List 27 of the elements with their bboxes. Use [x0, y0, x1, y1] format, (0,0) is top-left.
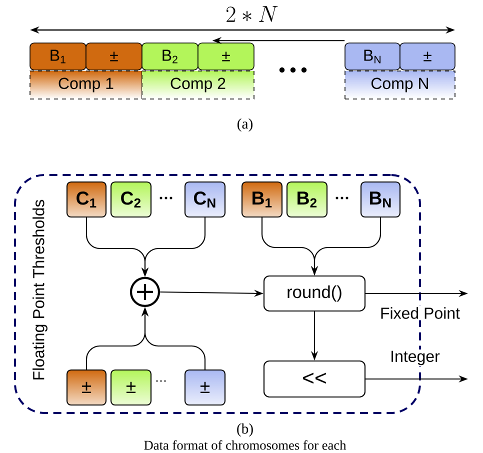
gene-tile: ± [110, 369, 152, 406]
gene-tile: B$_{2}$ [286, 181, 328, 218]
subfigure-label: (a) [238, 118, 252, 132]
gene-tile: C$_{2}$ [110, 181, 152, 218]
component-field: Comp 2 [142, 70, 254, 100]
gene-tile: ± [184, 369, 226, 406]
adder-symbol [130, 276, 160, 308]
bit-field: ± [400, 42, 456, 70]
component-field: Comp N [344, 70, 456, 100]
operation-box: round() [263, 275, 366, 312]
bit-field: B$_{2}$ [142, 42, 198, 70]
gene-tile: B$_{1}$ [241, 181, 283, 218]
edge-label: Fixed Point [378, 306, 462, 320]
gene-tile: B$_{N}$ [360, 181, 401, 218]
gene-tile: C$_{N}$ [184, 181, 226, 218]
bit-field: ± [86, 42, 142, 70]
subfigure-label: (b) [237, 423, 253, 437]
caption: Data format of chromosomes for each [144, 440, 346, 450]
component-field: Comp 1 [30, 70, 142, 100]
dimension-label: $2*N$ [222, 3, 282, 25]
gene-tile: C$_{1}$ [66, 181, 107, 218]
operation-box: << [263, 360, 366, 398]
edge-label: Integer [388, 350, 442, 366]
gene-tile: ± [66, 369, 107, 406]
bit-field: B$_{1}$ [30, 42, 86, 70]
bit-field: ± [198, 42, 254, 70]
bit-field: B$_{N}$ [344, 42, 400, 70]
